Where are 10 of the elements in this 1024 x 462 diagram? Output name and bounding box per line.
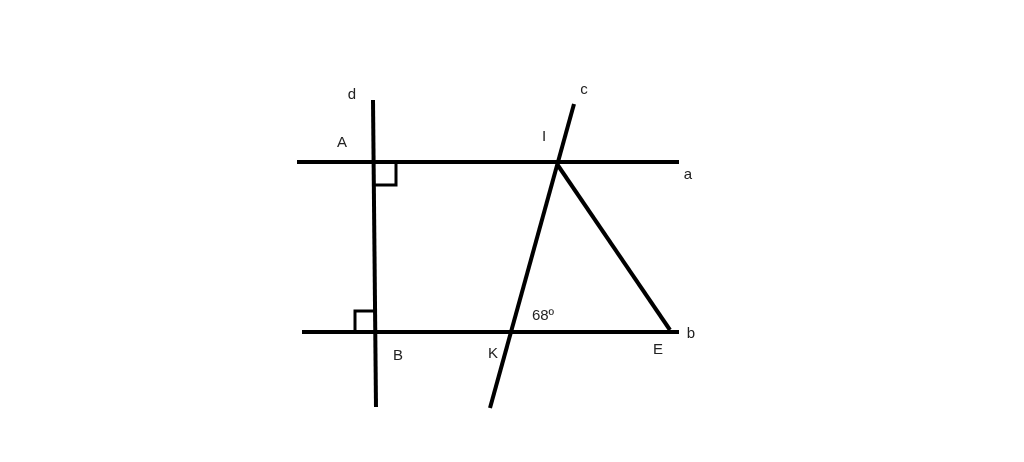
line-label: b bbox=[686, 324, 696, 340]
line-label: c bbox=[580, 80, 588, 96]
line-label: d bbox=[347, 85, 357, 101]
point-label: I bbox=[541, 127, 547, 143]
point-label: K bbox=[488, 344, 498, 360]
line-label: a bbox=[683, 165, 693, 181]
angle-label: 68º bbox=[531, 306, 555, 322]
point-label: B bbox=[393, 346, 403, 362]
point-label: E bbox=[653, 340, 663, 356]
point-label: A bbox=[337, 133, 347, 149]
